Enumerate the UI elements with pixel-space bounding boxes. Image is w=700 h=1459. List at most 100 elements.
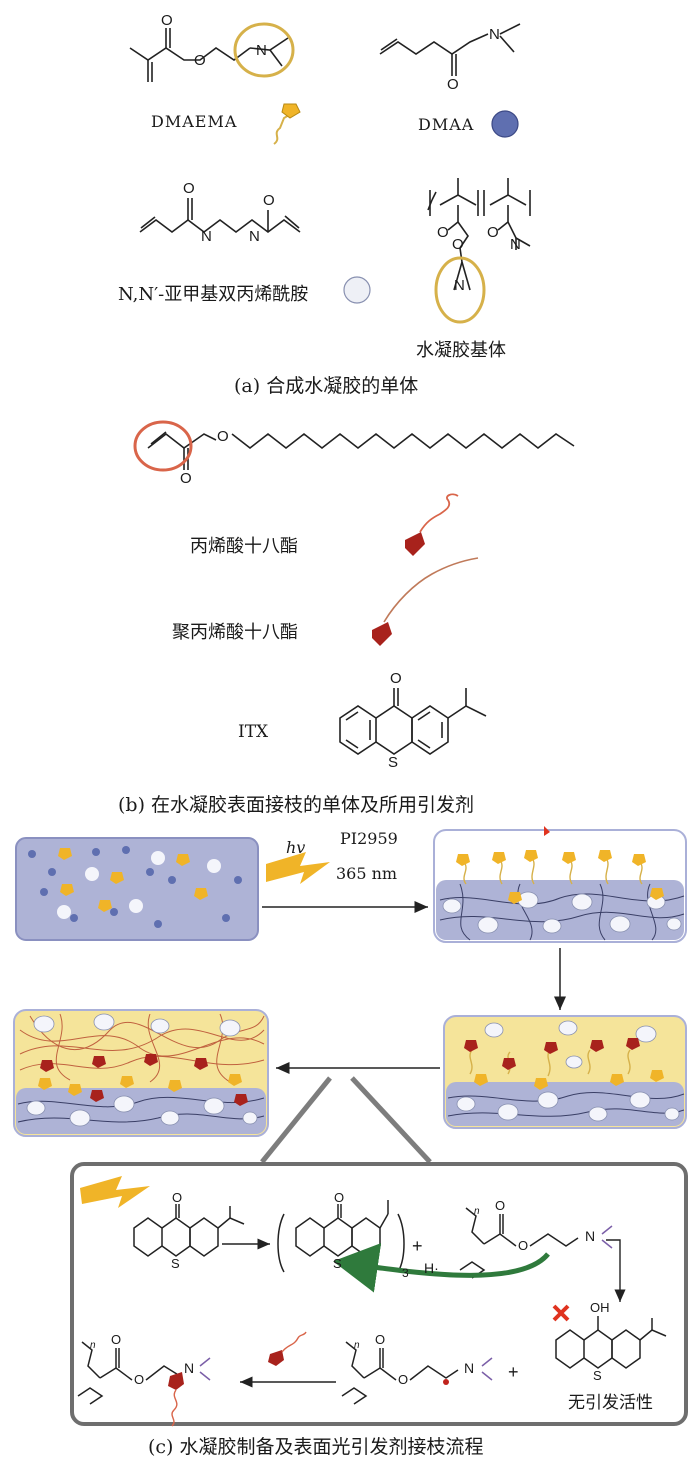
atom-o-gel-1: O [437,224,449,241]
atom-o-mech-1: O [495,1198,506,1213]
amine-methyl-bottom [481,1357,493,1381]
atom-n-bis-1: N [201,228,212,245]
atom-o-oda-1: O [217,428,229,445]
atom-o-bis-1: O [183,180,195,197]
atom-o-mech-4: O [398,1372,409,1387]
atom-o-bis-2: O [263,192,275,209]
atom-o-oda-2: O [180,470,192,487]
mech-itx-structure [133,1204,245,1257]
inactive-product-structure [555,1316,667,1369]
wavelength-label: 365 nm [336,864,398,883]
amine-methyl-top [601,1225,613,1249]
precursor-gel-box [15,837,259,941]
atom-n-dmaa: N [489,26,500,43]
dmaema-wavy-symbol [273,111,295,145]
hydrogel-amine-highlight [434,256,486,324]
dmaema-arrow-symbol [281,103,301,119]
crosslinker-white-circle [343,276,371,304]
atom-o-mech-3: O [375,1332,386,1347]
plus-sign-1: + [412,1236,423,1256]
photoinitiator-label: PI2959 [340,829,398,848]
inactive-label: 无引发活性 [568,1393,653,1413]
radical-dot [443,1379,449,1385]
dmaema-label: DMAEMA [151,112,238,131]
mechanism-light-bolt-icon [80,1176,150,1208]
dmaema-radical-structure [341,1341,459,1405]
caption-a: (a) 合成水凝胶的单体 [234,375,419,397]
polymer-tail [383,557,479,623]
atom-o-gel-3: O [487,224,499,241]
itx-structure [339,688,487,755]
zoom-wedge-right [350,1076,432,1164]
polymer-head [372,622,392,646]
atom-s-product: S [593,1368,602,1383]
caption-c: (c) 水凝胶制备及表面光引发剂接枝流程 [148,1436,484,1458]
atom-o-dmaema-ester: O [194,52,206,69]
initiator-label: ITX [238,722,269,742]
hydrogen-radical: H· [424,1260,439,1276]
red-tick-mark [544,826,550,836]
monomer-tail [419,493,459,533]
light-label: hv [286,838,306,857]
precursor-particles [28,846,242,928]
atom-oh-product: OH [590,1300,610,1315]
atom-n-bis-2: N [249,228,260,245]
dmaema-brushes-2 [456,850,664,904]
atom-o-mech-itx: O [172,1190,183,1205]
atom-s-itx: S [388,754,399,771]
grafted-product-structure [77,1341,181,1405]
atom-o-mech-6: O [134,1372,145,1387]
dmaema-amine-highlight [233,22,295,78]
dmaema-structure [129,28,289,82]
atom-o-dmaema: O [161,12,173,29]
hydrogel-network-2 [439,883,685,941]
atom-n-gel-1: N [510,236,521,253]
atom-o-radical: O [334,1190,345,1205]
atom-s-mech-itx: S [171,1256,180,1271]
octadecyl-acrylate-structure [147,431,575,470]
dmaa-label: DMAA [418,115,475,134]
caption-b: (b) 在水凝胶表面接枝的单体及所用引发剂 [118,794,475,816]
monomer-head [405,532,425,556]
subscript-3: 3 [402,1266,409,1280]
atom-o-mech-5: O [111,1332,122,1347]
crosslinker-label: N,N′-亚甲基双丙烯酰胺 [118,284,309,305]
grafting-chains-3 [464,1038,664,1090]
acrylate-vinyl-highlight [133,420,193,472]
crosslinker-spheres-2 [442,891,682,934]
atom-n-mech-1: n [474,1206,480,1217]
monomer-icon-mech [268,1350,284,1366]
atom-s-radical: S [333,1256,342,1271]
grafted-chains-4 [38,1054,248,1106]
inactive-cross-icon [552,1304,570,1322]
atom-n-dmaema: N [256,42,267,59]
monomer-icon-mech-tail [281,1331,307,1353]
plus-sign-2: + [508,1362,519,1382]
mech-arrow-2 [606,1239,626,1302]
atom-nitrogen-mech-1: N [585,1228,596,1244]
hydrogen-transfer-arc [333,1243,550,1293]
atom-o-gel-2: O [452,236,464,253]
bisacrylamide-structure [139,198,301,233]
mechanism-box [70,1162,688,1426]
hydrogel-matrix-label: 水凝胶基体 [416,340,506,361]
grafted-monomer-head [168,1372,184,1390]
polymer-label: 聚丙烯酸十八酯 [172,622,298,643]
atom-o-mech-2: O [518,1238,529,1253]
crosslinker-spheres-3 [456,1020,680,1122]
atom-o-itx: O [390,670,402,687]
hydrogel-matrix-structure [427,178,531,291]
amine-methyl-final [199,1357,211,1381]
atom-o-dmaa: O [447,76,459,93]
atom-nitrogen-mech-2: N [464,1360,475,1376]
atom-n-gel-2: N [454,277,465,294]
atom-n-mech-2: n [354,1340,360,1351]
uv-light-bolt-icon [266,852,330,884]
atom-nitrogen-mech-3: N [184,1360,195,1376]
crosslinker-spheres-4 [26,1013,258,1127]
hydrogel-bulk-2 [436,880,684,940]
grafted-monomer-tail [171,1389,178,1427]
zoom-wedge-left [260,1076,332,1164]
monomer-label: 丙烯酸十八酯 [190,536,298,557]
